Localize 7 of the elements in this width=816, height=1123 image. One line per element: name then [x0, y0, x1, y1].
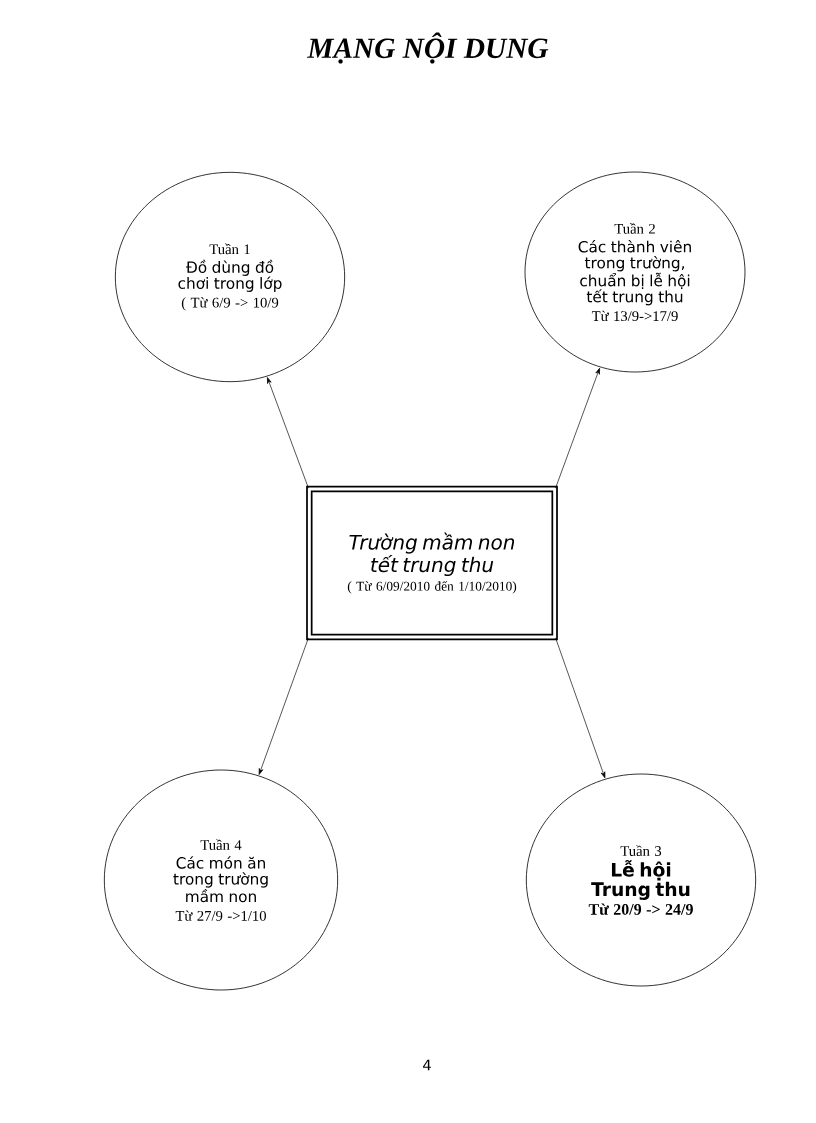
arrow: [258, 637, 309, 775]
center-box: Trường mầm non tết trung thu ( Từ 6/09/2010 đến 1/10/2010): [306, 485, 558, 641]
arrow: [267, 377, 309, 489]
title: MẠNG NỘI DUNG: [307, 32, 549, 64]
arrow: [555, 637, 606, 779]
arrow: [555, 367, 600, 489]
page-number: 4: [423, 1059, 431, 1071]
